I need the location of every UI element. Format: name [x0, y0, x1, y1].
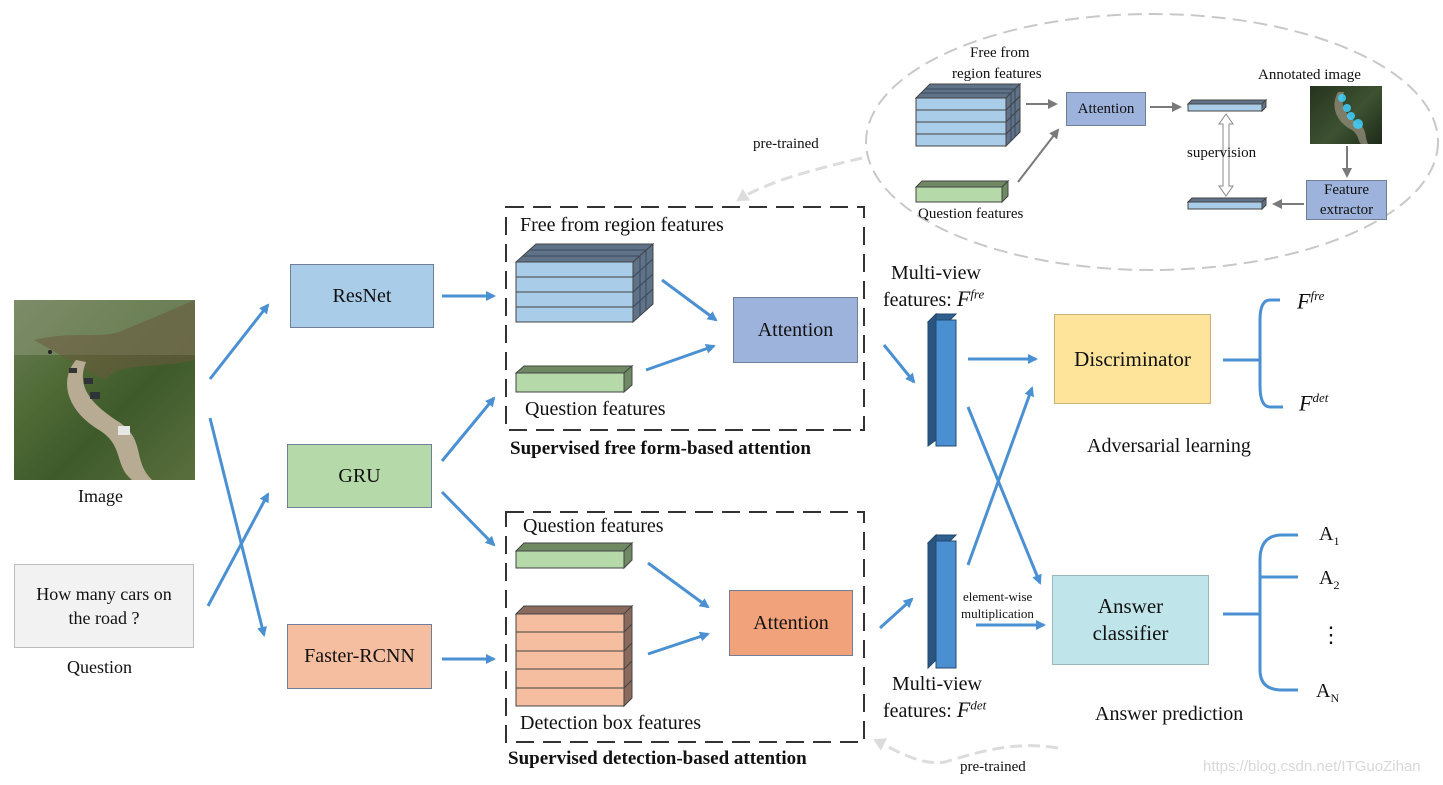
question-text: How many cars on the road ?	[36, 584, 172, 628]
answer-a1-sub: 1	[1333, 534, 1340, 548]
answer-dots: ⋮	[1320, 622, 1342, 647]
region-features-block	[514, 242, 655, 324]
pretrained-top-label: pre-trained	[753, 136, 819, 152]
question-box: How many cars on the road ?	[14, 564, 194, 648]
answer-an: AN	[1316, 680, 1339, 706]
attention-top-box: Attention	[733, 297, 858, 363]
inset-attention-label: Attention	[1077, 100, 1135, 117]
road-image-drawing	[14, 300, 195, 480]
answer-classifier-line2: classifier	[1092, 621, 1169, 645]
feature-extractor-box: Feature extractor	[1306, 180, 1387, 220]
main-flow-arrows	[206, 278, 1046, 664]
question-slab-top	[514, 364, 634, 394]
supervision-double-arrow	[1218, 113, 1234, 197]
pretrain-ellipse	[865, 13, 1439, 271]
answer-an-sub: N	[1330, 691, 1340, 705]
output-det-symbol: F	[1299, 390, 1313, 416]
pretrained-bottom-arrow	[873, 738, 1059, 765]
multiview-bottom-symbol: F	[956, 697, 971, 722]
answer-a1-letter: A	[1319, 523, 1334, 545]
annotated-image-drawing	[1334, 92, 1368, 144]
resnet-label: ResNet	[332, 284, 392, 307]
answer-an-letter: A	[1316, 680, 1331, 702]
faster-rcnn-box: Faster-RCNN	[287, 624, 432, 689]
annotated-image-label: Annotated image	[1258, 67, 1361, 83]
supervision-label: supervision	[1187, 145, 1257, 161]
answer-prediction-label: Answer prediction	[1095, 703, 1244, 725]
resnet-box: ResNet	[290, 264, 434, 328]
question-slab-bottom	[514, 541, 634, 570]
pretrained-bottom-label: pre-trained	[960, 759, 1026, 775]
output-fre-symbol: F	[1297, 288, 1311, 314]
inset-region-block	[914, 82, 1022, 148]
multiview-top-prefix: features:	[883, 289, 952, 311]
free-form-frame	[505, 206, 865, 431]
region-features-label: Free from region features	[520, 214, 724, 236]
attention-bottom-label: Attention	[753, 611, 829, 634]
inset-vector-top	[1186, 98, 1268, 113]
multiview-bottom-sup: det	[970, 697, 987, 713]
detection-caption: Supervised detection-based attention	[508, 748, 807, 769]
watermark: https://blog.csdn.net/ITGuoZihan	[1203, 758, 1421, 775]
multiview-vector-bottom	[926, 533, 958, 670]
output-fre-sup: fre	[1310, 288, 1325, 303]
question-label: Question	[67, 657, 132, 677]
adversarial-learning-label: Adversarial learning	[1087, 435, 1251, 457]
multiview-top-line1: Multi-view	[891, 262, 981, 284]
detection-frame	[505, 511, 865, 743]
multiview-bottom-prefix: features:	[883, 700, 952, 722]
inset-vector-bottom	[1186, 196, 1268, 211]
answer-a1: A1	[1319, 523, 1339, 549]
output-det: Fdet	[1299, 390, 1328, 416]
pretrained-top-arrow	[736, 156, 863, 202]
inset-attention-box: Attention	[1066, 92, 1146, 126]
question-features-bottom-label: Question features	[523, 515, 664, 537]
annotated-image	[1310, 86, 1382, 144]
road-image	[14, 300, 195, 480]
multiview-top-line2: features: Ffre	[883, 286, 984, 312]
elementwise-line1: element-wise	[963, 589, 1033, 604]
detection-features-label: Detection box features	[520, 712, 702, 734]
detection-features-block	[514, 604, 634, 708]
output-brackets	[1223, 298, 1298, 692]
answer-classifier-line1: Answer	[1097, 594, 1164, 618]
answer-a2-sub: 2	[1333, 578, 1340, 592]
inset-region-label-1: Free from	[970, 45, 1030, 61]
answer-a2: A2	[1319, 567, 1339, 593]
inset-question-label: Question features	[918, 206, 1024, 222]
feature-extractor-line1: Feature	[1324, 182, 1369, 198]
feature-extractor-line2: extractor	[1319, 202, 1374, 218]
multiview-bottom-line2: features: Fdet	[883, 697, 986, 723]
answer-a2-letter: A	[1319, 567, 1334, 589]
faster-rcnn-label: Faster-RCNN	[304, 645, 415, 667]
inset-question-slab	[914, 179, 1010, 204]
inset-region-label-2: region features	[952, 66, 1042, 82]
image-label: Image	[78, 486, 123, 506]
elementwise-line2: multiplication	[961, 606, 1034, 621]
free-form-caption: Supervised free form-based attention	[510, 438, 811, 459]
multiview-top-sup: fre	[970, 286, 985, 302]
multiview-top-symbol: F	[956, 286, 971, 311]
gru-box: GRU	[287, 444, 432, 508]
answer-classifier-box: Answer classifier	[1052, 575, 1209, 665]
output-det-sup: det	[1312, 390, 1329, 405]
output-fre: Ffre	[1297, 288, 1324, 314]
question-features-top-label: Question features	[525, 398, 666, 420]
gru-label: GRU	[338, 464, 381, 487]
discriminator-box: Discriminator	[1054, 314, 1211, 404]
attention-bottom-box: Attention	[729, 590, 853, 656]
attention-top-label: Attention	[757, 318, 834, 341]
multiview-vector-top	[926, 312, 958, 447]
discriminator-label: Discriminator	[1074, 346, 1191, 371]
multiview-bottom-line1: Multi-view	[892, 673, 982, 695]
